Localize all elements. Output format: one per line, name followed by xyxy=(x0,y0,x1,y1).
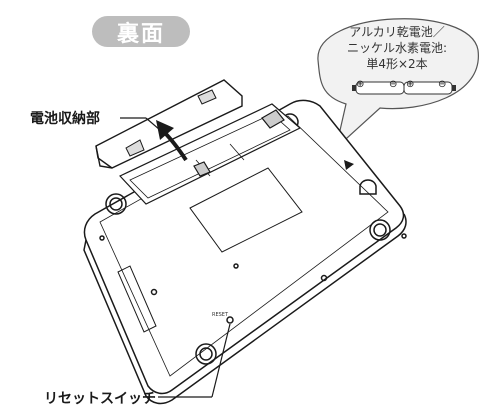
battery-compartment xyxy=(119,103,302,205)
page-title: 裏面 xyxy=(92,16,190,47)
battery-minus-symbol-1: ⊖ xyxy=(389,79,398,90)
triangle-mark-icon xyxy=(344,160,354,170)
battery-pair-icon xyxy=(352,81,456,95)
battery-compartment-label: 電池収納部 xyxy=(30,111,100,127)
reset-switch-label: リセットスイッチ xyxy=(44,391,156,407)
reset-engraving: RESET xyxy=(212,312,229,318)
leader-lines xyxy=(120,117,231,398)
callout-line-1: アルカリ乾電池／ xyxy=(349,25,445,39)
battery-plus-symbol-2: ⊕ xyxy=(406,79,415,90)
battery-cover xyxy=(95,79,243,169)
callout-line-3: 単4形×2本 xyxy=(366,57,428,71)
battery-minus-symbol-2: ⊖ xyxy=(438,79,447,90)
callout-line-2: ニッケル水素電池: xyxy=(346,41,448,55)
battery-plus-symbol-1: ⊕ xyxy=(356,79,365,90)
open-direction-arrow-icon xyxy=(156,120,188,162)
